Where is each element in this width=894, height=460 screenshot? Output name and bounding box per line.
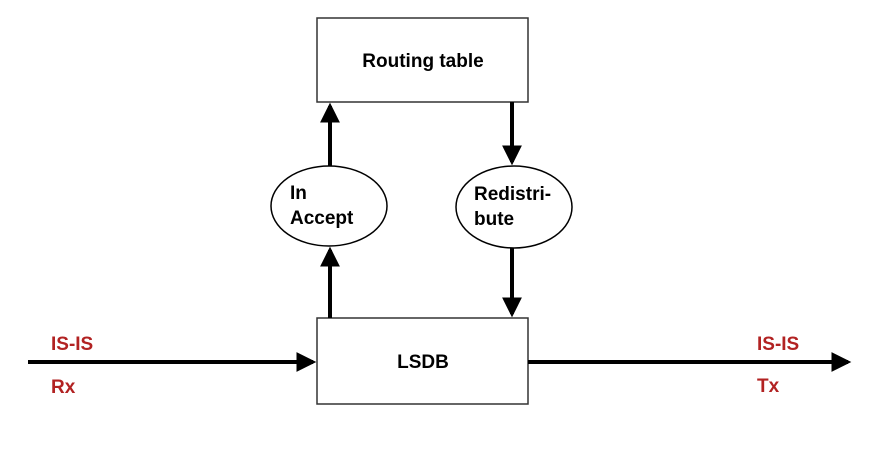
redistribute-ellipse (455, 165, 573, 249)
lsdb-box (316, 317, 529, 405)
routing-table-label: Routing table (362, 51, 483, 72)
redistribute-node: Redistri- bute (455, 165, 573, 249)
redistribute-label-line2: bute (474, 209, 514, 230)
in-accept-ellipse (270, 165, 388, 247)
tx-label: Tx (757, 376, 780, 397)
in-accept-node: In Accept (270, 165, 388, 247)
lsdb-label: LSDB (397, 352, 449, 373)
routing-table-box (316, 17, 529, 103)
redistribute-label-line1: Redistri- (474, 184, 551, 205)
rx-label: Rx (51, 377, 76, 398)
in-accept-label-line2: Accept (290, 208, 354, 229)
in-accept-label-line1: In (290, 183, 307, 204)
routing-table-node: Routing table (316, 17, 529, 103)
rx-protocol-label: IS-IS (51, 334, 93, 355)
lsdb-node: LSDB (316, 317, 529, 405)
tx-protocol-label: IS-IS (757, 334, 799, 355)
